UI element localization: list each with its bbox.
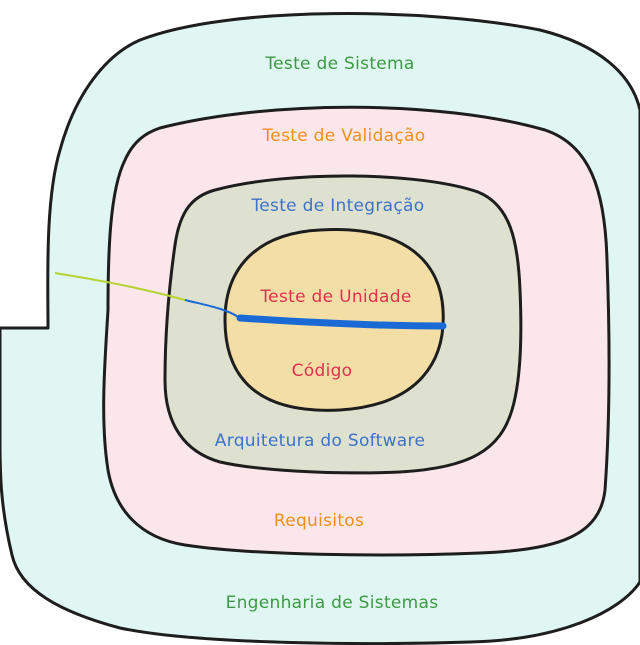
spiral-path-blue-thin (184, 299, 241, 319)
unit-test-label: Teste de Unidade (259, 287, 411, 307)
requirements-label: Requisitos (274, 511, 364, 531)
spiral-path-green (54, 272, 186, 301)
spiral-path-blue (236, 314, 447, 330)
validation-test-label: Teste de Validação (262, 126, 426, 146)
integration-test-label: Teste de Integração (251, 196, 425, 216)
systems-engineering-label: Engenharia de Sistemas (226, 593, 439, 613)
architecture-label: Arquitetura do Software (215, 431, 425, 451)
system-test-label: Teste de Sistema (264, 54, 414, 74)
code-label: Código (292, 361, 353, 381)
